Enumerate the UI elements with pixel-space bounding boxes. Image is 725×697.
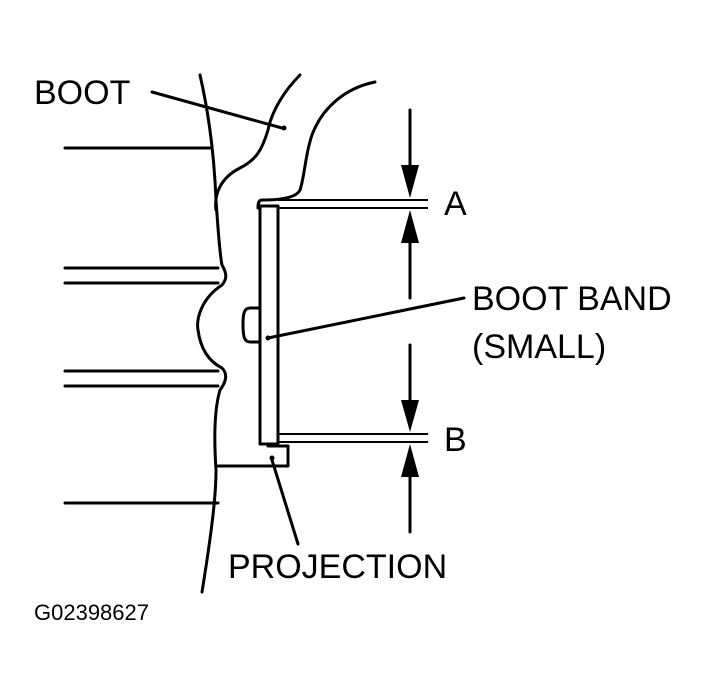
band-leader-dot — [265, 335, 271, 341]
boot-band-label: BOOT BAND — [472, 280, 672, 318]
dimension-a-arrows — [401, 108, 419, 300]
boot-profile — [214, 73, 302, 212]
projection-leader-dot — [269, 455, 275, 461]
boot-band-size-label: (SMALL) — [472, 328, 606, 366]
boot-label: BOOT — [34, 74, 130, 112]
boot-band — [258, 204, 280, 446]
boot-inner-profile — [256, 80, 377, 210]
dimension-lines — [278, 199, 428, 443]
leader-lines — [150, 90, 466, 546]
dim-b-label: B — [444, 421, 467, 459]
dim-a-label: A — [444, 185, 467, 223]
projection-label: PROJECTION — [228, 548, 447, 586]
boot-leader-dot — [281, 125, 287, 131]
figure-code: G02398627 — [34, 600, 149, 625]
dimension-b-arrows — [401, 343, 419, 534]
projection-shape — [216, 444, 290, 468]
band-buckle — [241, 306, 262, 344]
shaft-lines — [63, 146, 220, 505]
shaft-profile — [196, 73, 228, 594]
